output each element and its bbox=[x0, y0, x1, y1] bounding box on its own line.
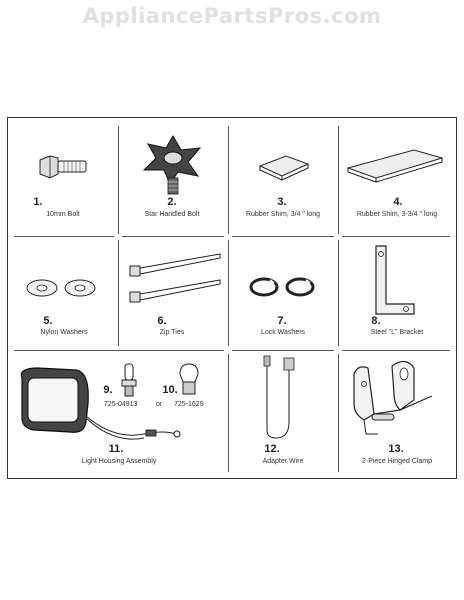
grid-divider bbox=[338, 126, 339, 234]
part-caption-5: Nylon Washers bbox=[40, 329, 88, 336]
grid-divider bbox=[118, 240, 119, 346]
part-number-4: 4. bbox=[393, 196, 403, 208]
rubber-shim-small-illustration bbox=[258, 155, 310, 181]
part-number-3: 3. bbox=[277, 196, 287, 208]
bulb-part-number-1: 725-04913 bbox=[104, 401, 138, 408]
zip-ties-illustration bbox=[129, 253, 221, 303]
grid-divider bbox=[118, 126, 119, 234]
hinged-clamp-illustration bbox=[353, 360, 433, 435]
grid-divider bbox=[228, 240, 229, 346]
nylon-washers-illustration bbox=[26, 279, 96, 297]
rubber-shim-large-illustration bbox=[346, 149, 444, 183]
grid-divider bbox=[122, 236, 224, 237]
grid-divider bbox=[228, 354, 229, 472]
halogen-bulb-illustration bbox=[121, 363, 137, 397]
part-caption-4: Rubber Shim, 3-3/4 " long bbox=[356, 211, 438, 218]
adapter-wire-illustration bbox=[263, 355, 295, 439]
part-number-1: 1. bbox=[33, 196, 43, 208]
grid-divider bbox=[228, 126, 229, 234]
part-number-12: 12. bbox=[264, 443, 280, 455]
bulb-part-number-2: 725-1629 bbox=[174, 401, 204, 408]
part-caption-12: Adapter Wire bbox=[262, 458, 304, 465]
part-caption-8: Steel "L" Bracket bbox=[370, 329, 424, 336]
part-number-11: 11. bbox=[108, 443, 124, 455]
part-number-6: 6. bbox=[157, 315, 167, 327]
part-number-5: 5. bbox=[43, 315, 53, 327]
part-number-9: 9. bbox=[103, 384, 113, 396]
grid-divider bbox=[338, 354, 339, 472]
bulb-part-number-separator: or bbox=[156, 401, 163, 408]
star-handled-bolt-illustration bbox=[142, 135, 202, 195]
grid-divider bbox=[342, 350, 450, 351]
watermark-text: AppliancePartsPros.com bbox=[82, 4, 382, 28]
part-caption-11: Light Housing Assembly bbox=[81, 458, 157, 465]
part-caption-6: Zip Ties bbox=[159, 329, 185, 336]
part-number-10: 10. bbox=[162, 384, 178, 396]
incandescent-bulb-illustration bbox=[179, 363, 199, 395]
parts-sheet: 1. 10mm Bolt 2. Star Handled Bolt 3. Rub… bbox=[7, 117, 457, 479]
grid-divider bbox=[342, 236, 450, 237]
part-caption-2: Star Handled Bolt bbox=[144, 211, 200, 218]
part-caption-1: 10mm Bolt bbox=[46, 211, 80, 218]
part-number-7: 7. bbox=[277, 315, 287, 327]
grid-divider bbox=[338, 240, 339, 346]
light-housing-illustration bbox=[20, 367, 181, 440]
grid-divider bbox=[232, 236, 334, 237]
part-caption-3: Rubber Shim, 3/4 " long bbox=[245, 211, 321, 218]
part-number-2: 2. bbox=[167, 196, 177, 208]
part-caption-7: Lock Washers bbox=[260, 329, 306, 336]
part-number-13: 13. bbox=[388, 443, 404, 455]
l-bracket-illustration bbox=[375, 245, 415, 315]
grid-divider bbox=[14, 350, 224, 351]
bolt-illustration bbox=[39, 155, 87, 179]
part-caption-13: 2-Piece Hinged Clamp bbox=[361, 458, 433, 465]
lock-washers-illustration bbox=[249, 277, 315, 297]
grid-divider bbox=[232, 350, 334, 351]
grid-divider bbox=[14, 236, 114, 237]
part-number-8: 8. bbox=[371, 315, 381, 327]
